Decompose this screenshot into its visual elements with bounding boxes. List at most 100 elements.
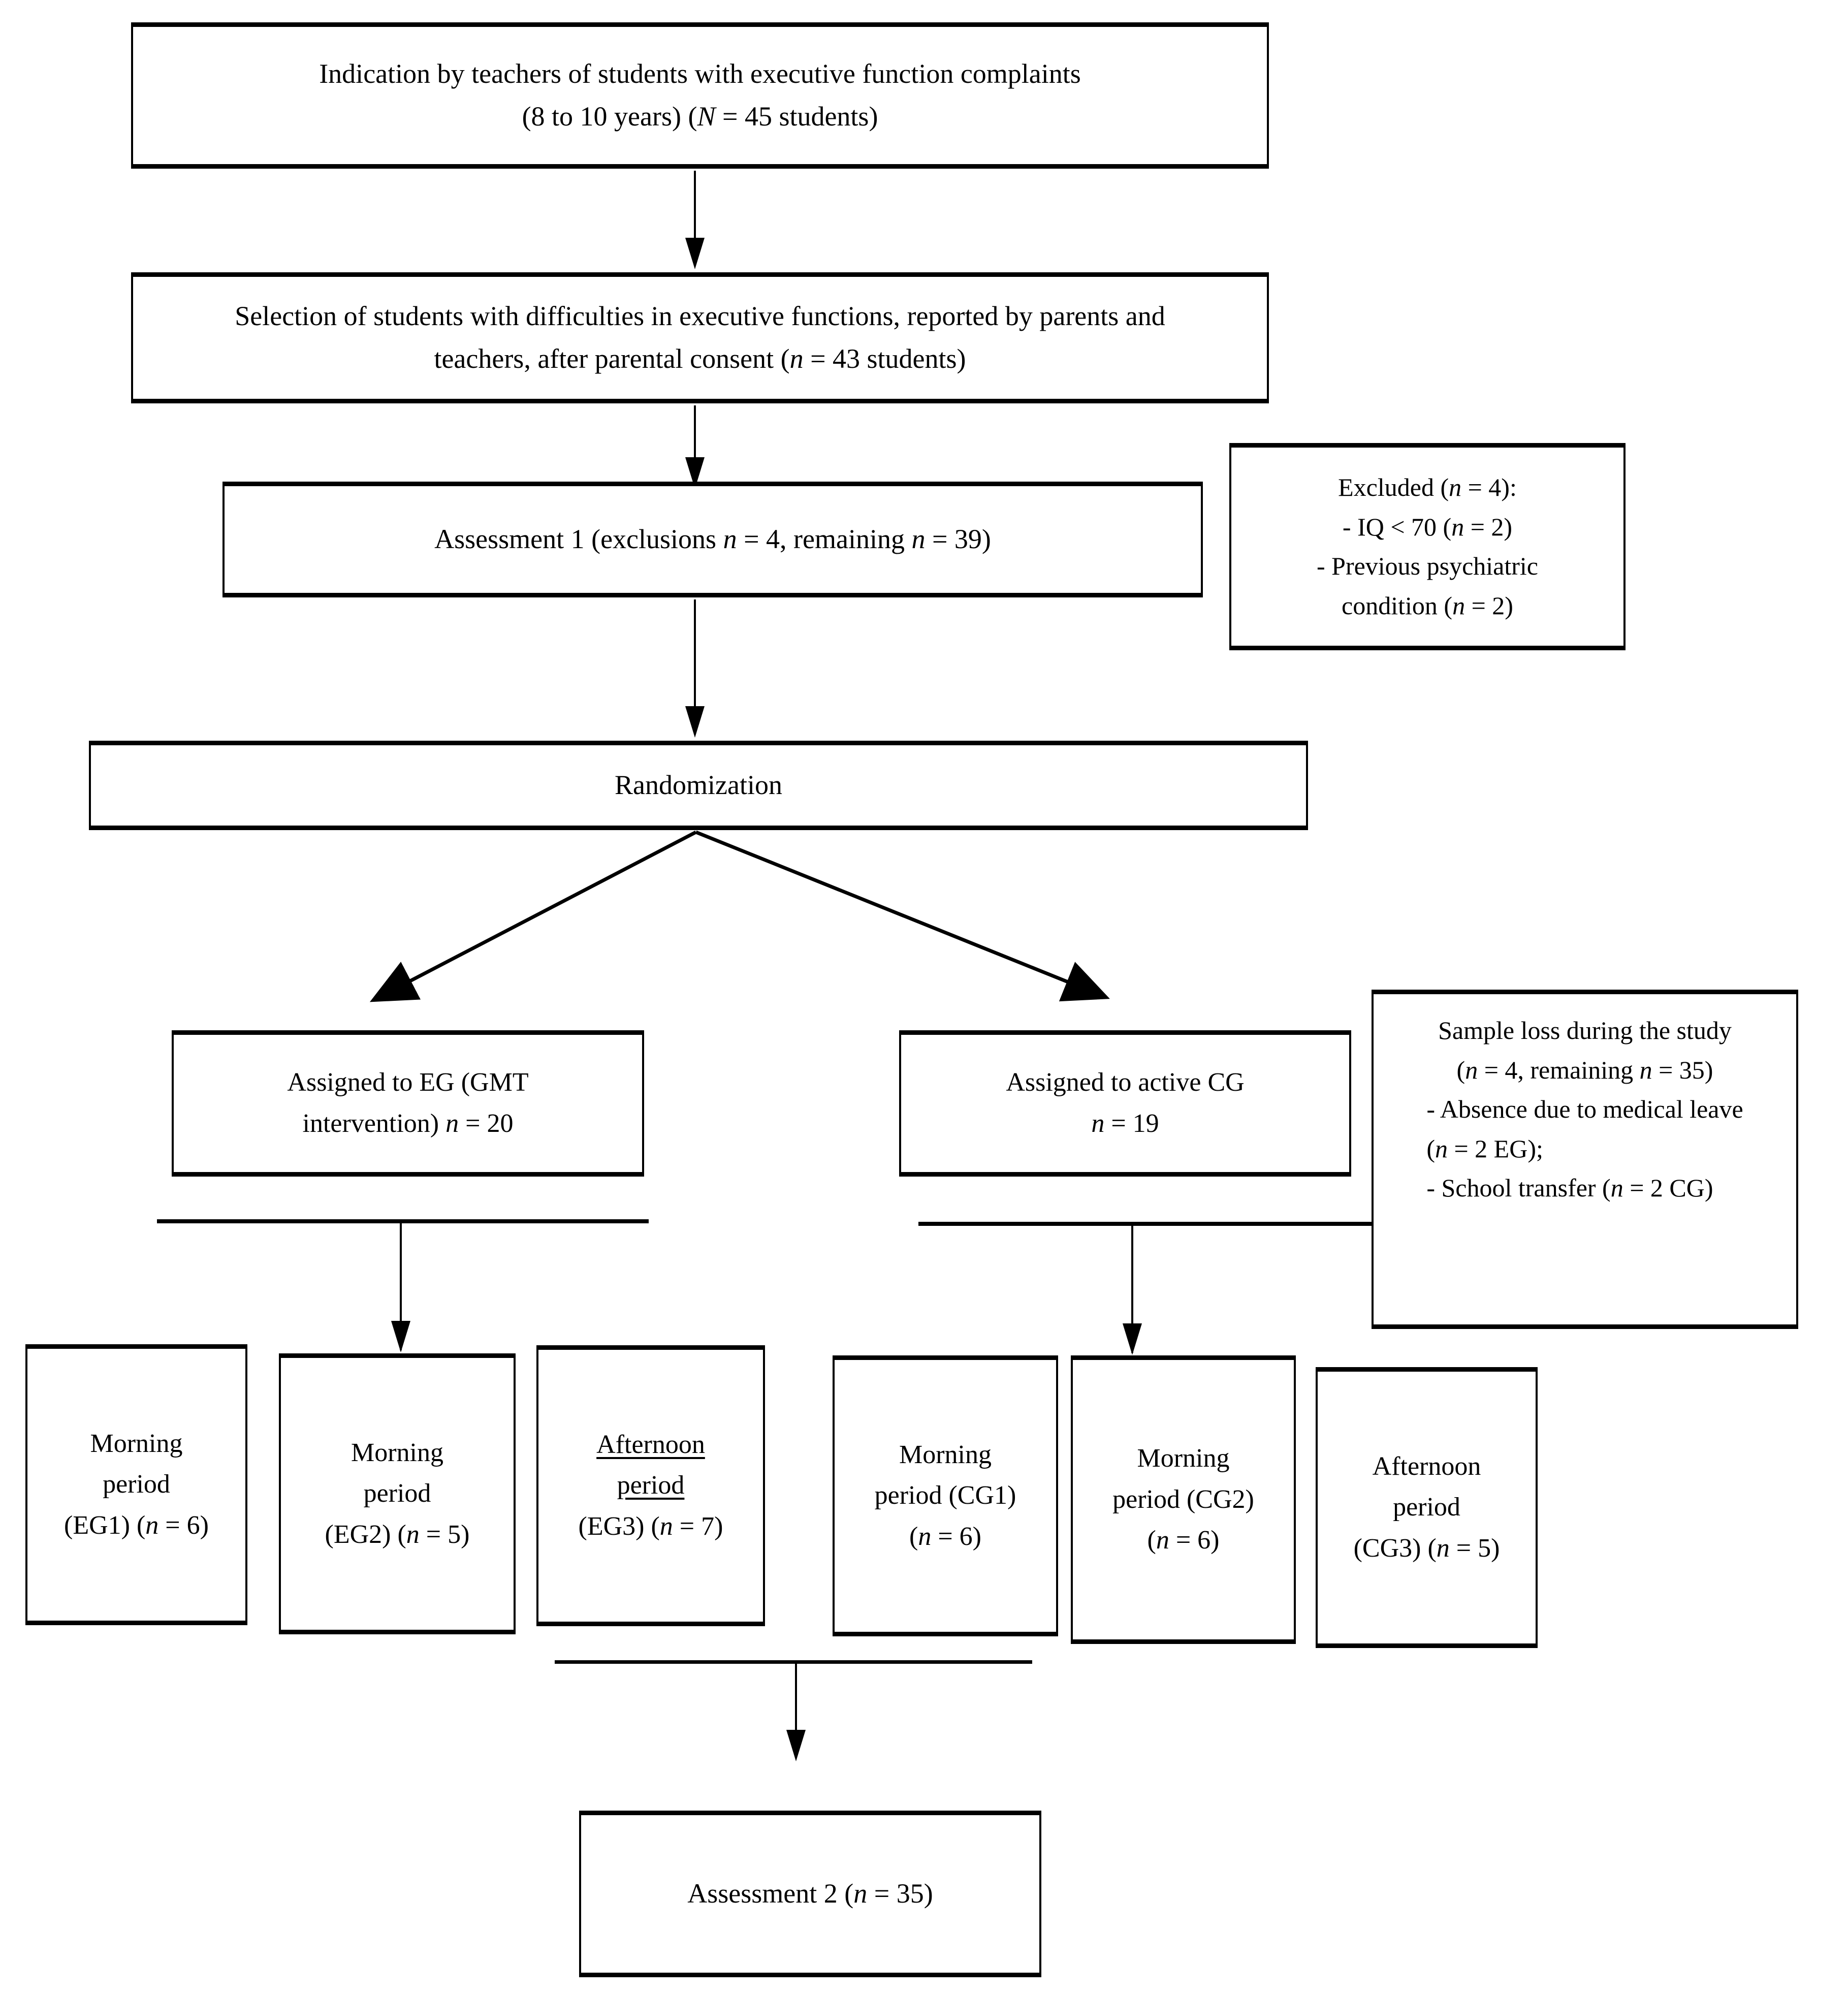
node-eg1: Morning period (EG1) (n = 6) [25,1344,247,1625]
node-cg3: Afternoon period (CG3) (n = 5) [1316,1367,1538,1648]
excluded-l4-b: = 2) [1465,591,1513,620]
assigned-eg-l2-b: = 20 [459,1109,514,1138]
connector-final-drop [795,1664,797,1750]
cg2-l3-b: = 6) [1169,1526,1220,1555]
assigned-cg-l2-n: n [1091,1109,1105,1138]
node-assigned-cg: Assigned to active CG n = 19 [899,1030,1351,1177]
assigned-eg-l1: Assigned to EG (GMT [287,1068,529,1097]
indication-line2-b: = 45 students) [715,101,878,132]
eg1-l3-a: (EG1) ( [64,1510,146,1540]
assigned-cg-l2-b: = 19 [1104,1109,1159,1138]
eg2-l3-b: = 5) [419,1520,470,1549]
sample-loss-l1: Sample loss during the study [1438,1016,1732,1045]
node-eg2-text: Morning period (EG2) (n = 5) [314,1433,481,1556]
assessment2-b: = 35) [867,1878,933,1909]
sample-loss-l4: (n = 2 EG); [1426,1129,1743,1169]
eg3-l2: period [617,1471,685,1500]
node-assessment-2-text: Assessment 2 (n = 35) [676,1873,944,1915]
assessment1-b: = 4, remaining [737,524,912,555]
eg2-l3-n: n [406,1520,420,1549]
node-excluded: Excluded (n = 4): - IQ < 70 (n = 2) - Pr… [1229,443,1626,650]
connector-bar-final [555,1660,1032,1664]
node-randomization: Randomization [89,741,1308,830]
connector-bar-cg [918,1222,1372,1226]
connector-bar-eg [157,1219,649,1223]
assessment1-c: = 39) [925,524,991,555]
assessment1-n2: n [911,524,926,555]
sample-loss-l5: - School transfer (n = 2 CG) [1426,1168,1743,1208]
assessment1-a: Assessment 1 (exclusions [434,524,723,555]
eg1-l1: Morning [90,1429,183,1458]
node-assessment-1-text: Assessment 1 (exclusions n = 4, remainin… [423,518,1002,561]
sample-loss-l2-c: = 35) [1652,1055,1713,1084]
selection-line2-a: teachers, after parental consent ( [434,343,790,374]
assigned-cg-l1: Assigned to active CG [1006,1068,1245,1097]
node-eg3-text: Afternoon period (EG3) (n = 7) [567,1425,735,1547]
assigned-eg-l2-n: n [445,1109,459,1138]
node-cg1-text: Morning period (CG1) (n = 6) [864,1435,1028,1558]
cg3-l2: period [1393,1493,1460,1522]
cg1-l3-b: = 6) [931,1522,981,1551]
assessment2-n: n [853,1878,868,1909]
cg2-l1: Morning [1137,1444,1230,1473]
arrowhead-randomization [685,706,705,738]
excluded-l4-a: condition ( [1342,591,1453,620]
connector-eg-drop [400,1223,402,1350]
node-excluded-text: Excluded (n = 4): - IQ < 70 (n = 2) - Pr… [1305,468,1549,625]
sample-loss-l2-n1: n [1465,1055,1478,1084]
node-cg3-text: Afternoon period (CG3) (n = 5) [1343,1446,1511,1569]
selection-line2-symbol: n [789,343,804,374]
excluded-l1-b: = 4): [1461,473,1517,501]
sample-loss-l5-n: n [1610,1174,1623,1202]
node-selection-text: Selection of students with difficulties … [224,295,1176,380]
node-assessment-2: Assessment 2 (n = 35) [579,1811,1041,1977]
eg1-l2: period [103,1470,170,1499]
connector-indication-to-selection [694,171,696,242]
sample-loss-l2-b: = 4, remaining [1478,1055,1640,1084]
eg3-l3-n: n [659,1511,673,1541]
eg1-l3-n: n [145,1510,159,1540]
indication-line2-a: (8 to 10 years) ( [522,101,697,132]
node-eg3: Afternoon period (EG3) (n = 7) [536,1345,765,1626]
node-assigned-eg: Assigned to EG (GMT intervention) n = 20 [172,1030,644,1177]
eg3-l1: Afternoon [596,1430,705,1459]
sample-loss-l2-n2: n [1639,1055,1652,1084]
excluded-l2-a: - IQ < 70 ( [1342,512,1452,541]
arrowhead-assessment2 [786,1730,806,1761]
sample-loss-l2-a: ( [1456,1055,1465,1084]
cg3-l1: Afternoon [1372,1451,1481,1481]
excluded-l2-b: = 2) [1464,512,1513,541]
cg2-l3-n: n [1156,1526,1169,1555]
arrowhead-cg2 [1123,1323,1142,1355]
node-cg1: Morning period (CG1) (n = 6) [833,1355,1058,1636]
excluded-l2-n: n [1451,512,1464,541]
node-cg2-text: Morning period (CG2) (n = 6) [1101,1438,1265,1561]
node-sample-loss: Sample loss during the study (n = 4, rem… [1372,990,1798,1329]
arrowhead-selection [685,238,705,269]
excluded-l3: - Previous psychiatric [1316,552,1538,580]
node-eg1-text: Morning period (EG1) (n = 6) [53,1423,220,1546]
node-indication-text: Indication by teachers of students with … [308,53,1092,138]
cg3-l3-a: (CG3) ( [1353,1533,1437,1563]
cg3-l3-n: n [1436,1533,1450,1563]
connector-cg-drop [1131,1226,1133,1353]
cg3-l3-b: = 5) [1449,1533,1500,1563]
excluded-l1-n: n [1449,473,1462,501]
node-assigned-cg-text: Assigned to active CG n = 19 [995,1062,1255,1144]
eg3-l3-b: = 7) [673,1511,723,1541]
eg2-l3-a: (EG2) ( [325,1520,406,1549]
selection-line1: Selection of students with difficulties … [235,301,1165,332]
cg1-l2: period (CG1) [874,1481,1016,1510]
cg2-l3-a: ( [1147,1526,1156,1555]
selection-line2-b: = 43 students) [803,343,966,374]
sample-loss-l5-b: = 2 CG) [1623,1174,1713,1202]
assigned-eg-l2-a: intervention) [302,1109,446,1138]
cg2-l2: period (CG2) [1112,1484,1254,1514]
arrowhead-eg2 [391,1321,410,1352]
eg1-l3-b: = 6) [158,1510,209,1540]
node-cg2: Morning period (CG2) (n = 6) [1071,1355,1296,1644]
connector-selection-to-assessment1 [694,405,696,461]
eg2-l2: period [363,1479,431,1508]
node-assessment-1: Assessment 1 (exclusions n = 4, remainin… [222,482,1203,597]
